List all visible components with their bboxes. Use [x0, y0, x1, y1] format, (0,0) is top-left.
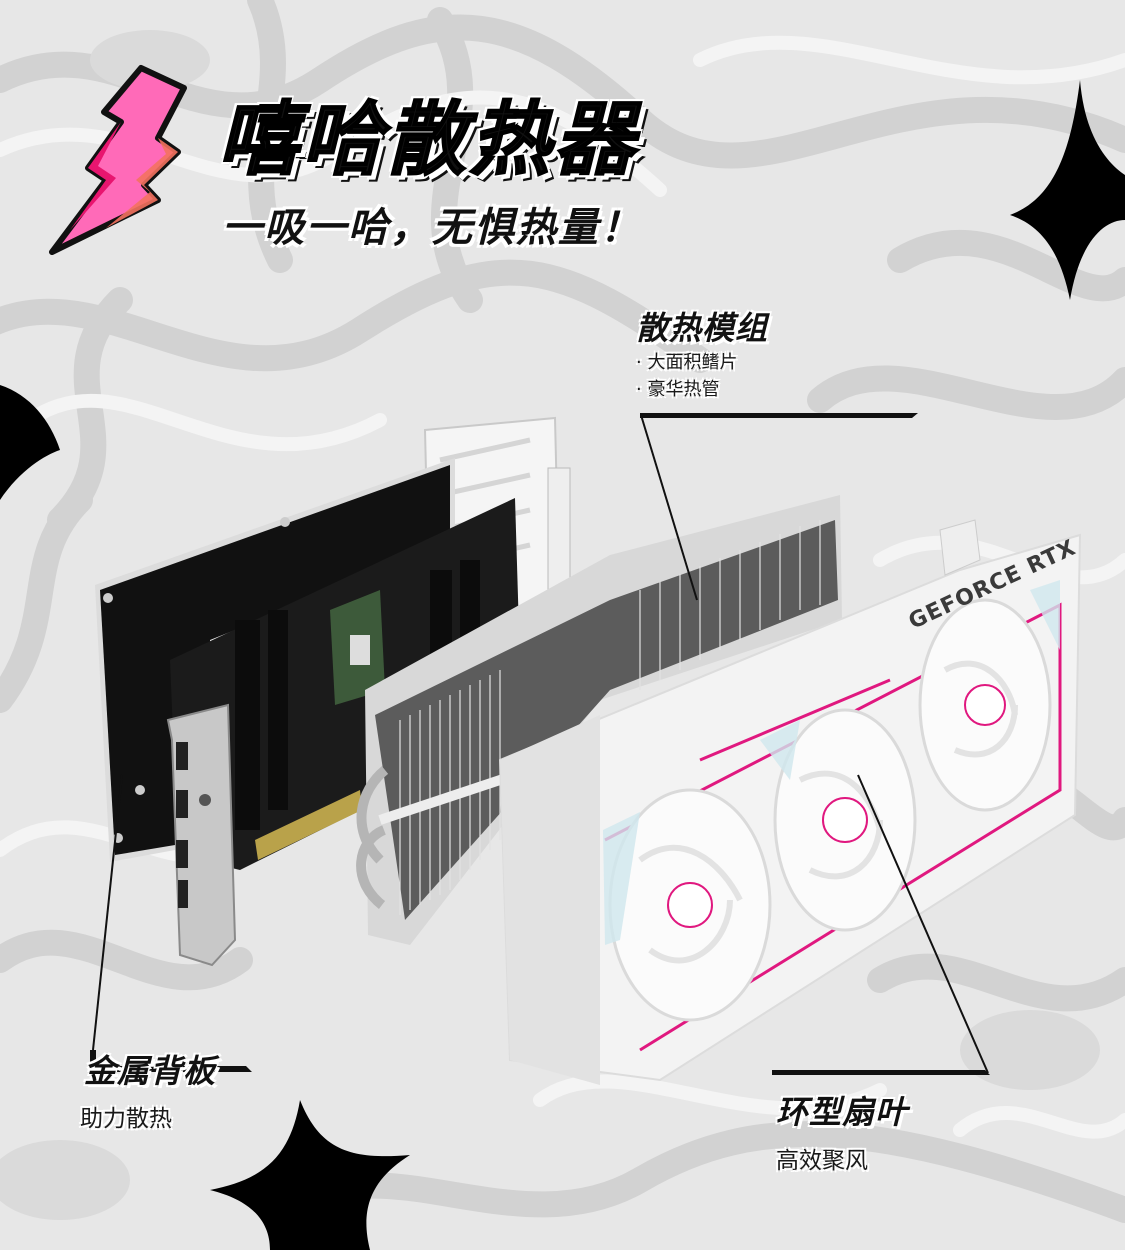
callout-heatsink-bullet: · 豪华热管 [636, 379, 720, 400]
io-bracket [166, 703, 237, 967]
callout-fan-title: 环型扇叶 [776, 1093, 909, 1131]
heatsink [356, 495, 842, 945]
page-title: 嘻哈散热器 [217, 93, 638, 186]
lightning-bolt-icon [49, 65, 187, 255]
callout-heatsink-bullet: · 大面积鳍片 [636, 352, 738, 373]
page-subtitle: 一吸一哈，无惧热量！ [222, 205, 642, 251]
callout-fan-desc: 高效聚风 [776, 1148, 868, 1174]
callout-backplate-title: 金属背板 [84, 1052, 217, 1090]
callout-backplate-desc: 助力散热 [80, 1106, 172, 1132]
callout-heatsink-title: 散热模组 [636, 309, 769, 347]
